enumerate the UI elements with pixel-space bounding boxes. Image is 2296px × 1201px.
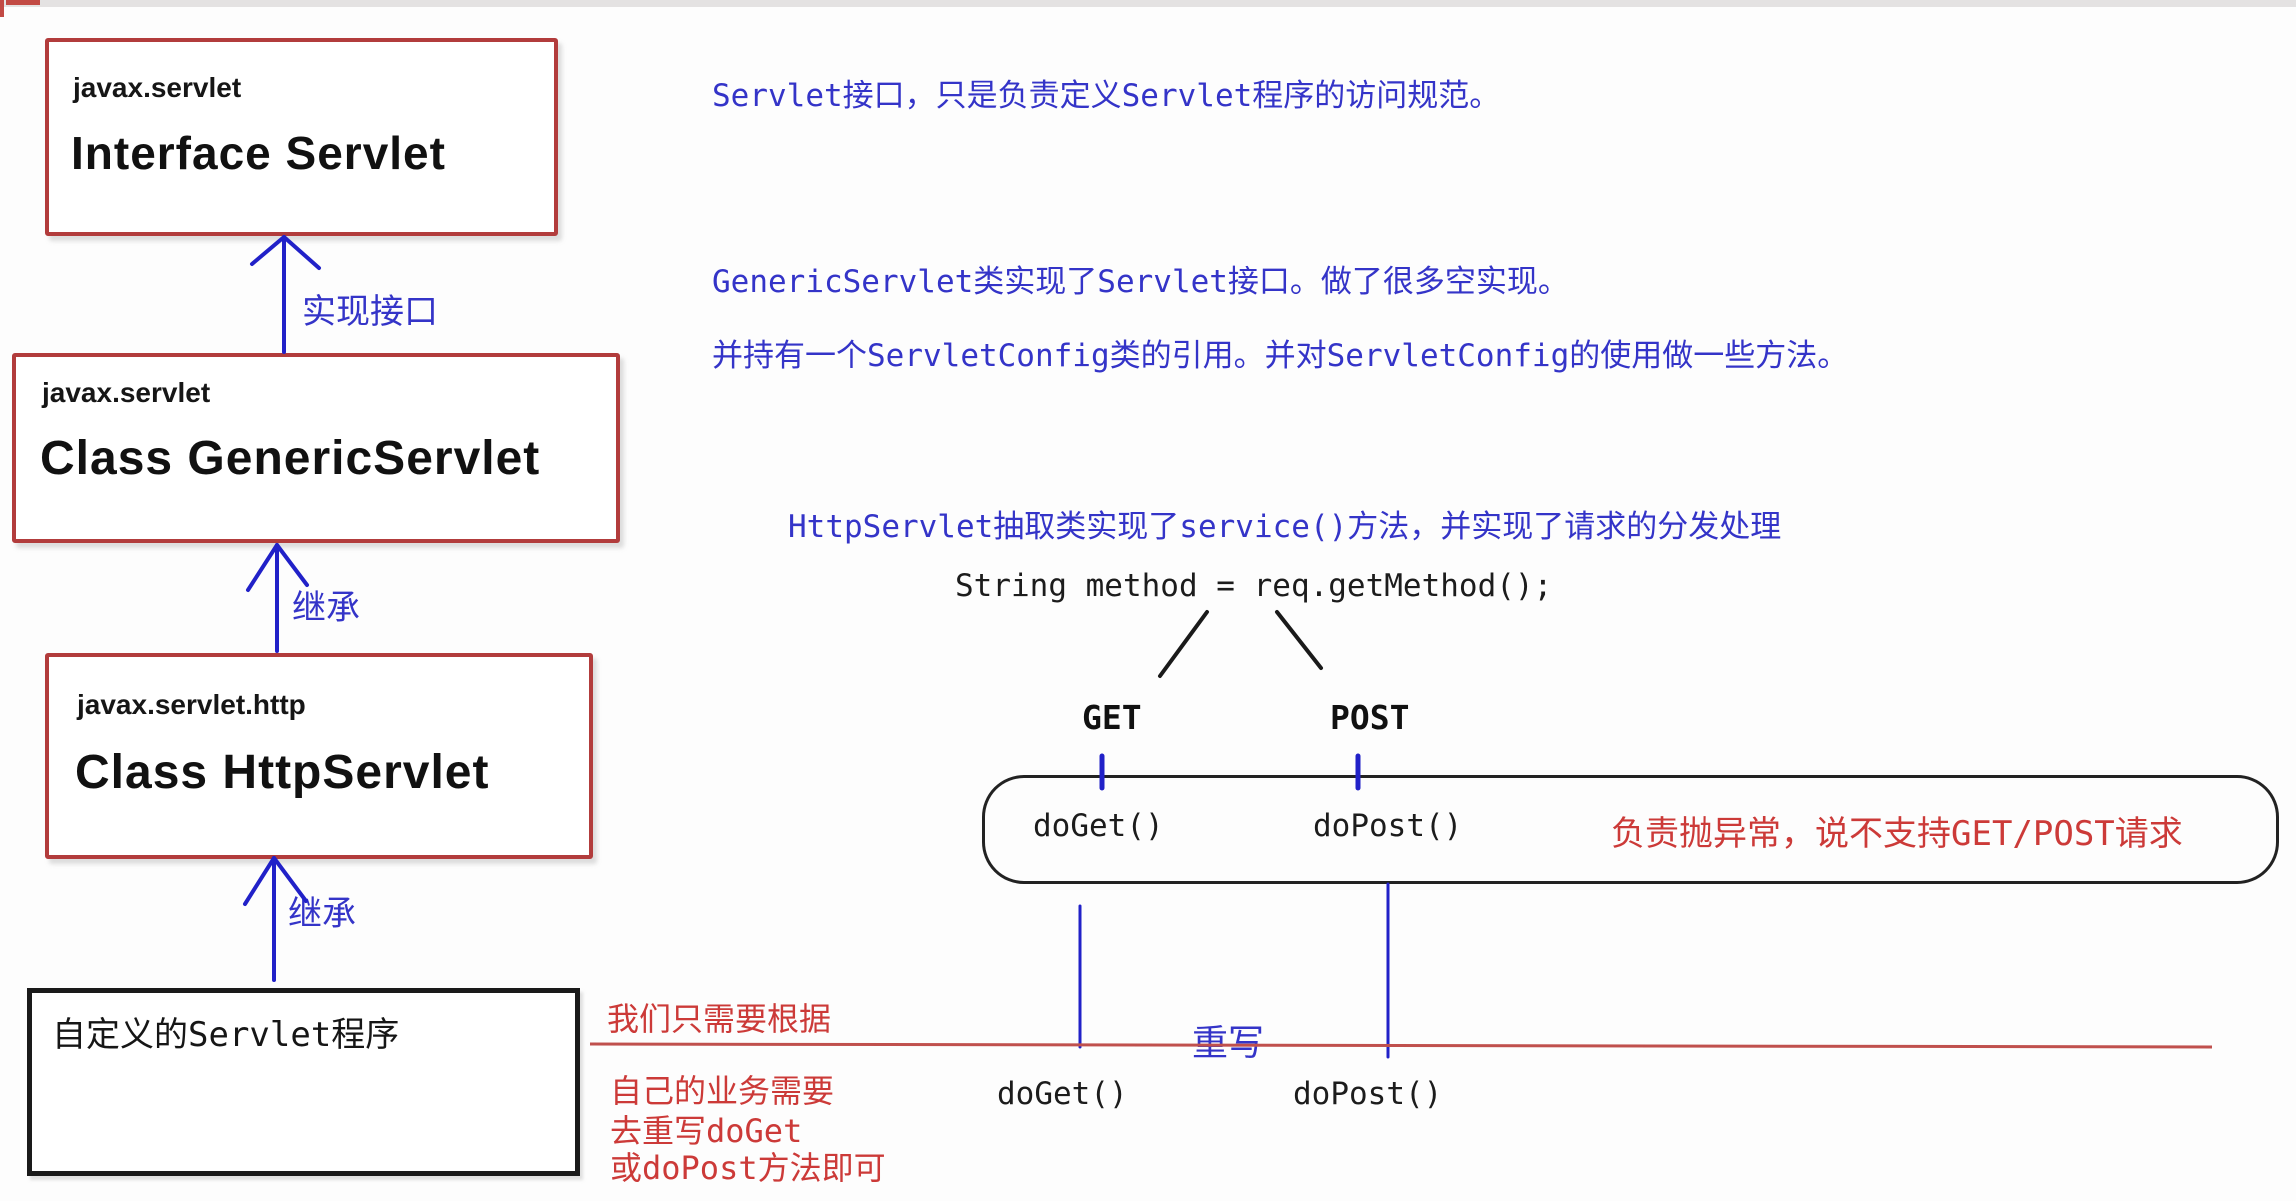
doget-override-method: doGet() xyxy=(997,1076,1128,1112)
generic-servlet-note-1: GenericServlet类实现了Servlet接口。做了很多空实现。 xyxy=(712,264,1569,300)
custom-note-line-2: 自己的业务需要 xyxy=(610,1072,835,1110)
implements-arrow-label: 实现接口 xyxy=(302,292,438,332)
servlet-interface-note: Servlet接口，只是负责定义Servlet程序的访问规范。 xyxy=(712,78,1501,114)
override-label: 重写 xyxy=(1192,1023,1265,1064)
custom-servlet-box: 自定义的Servlet程序 xyxy=(27,988,580,1176)
post-label: POST xyxy=(1330,698,1410,737)
interface-servlet-box: javax.servlet Interface Servlet xyxy=(45,38,558,236)
implements-arrow-head xyxy=(250,235,321,270)
http-servlet-title: Class HttpServlet xyxy=(75,746,490,799)
custom-note-line-1: 我们只需要根据 xyxy=(607,1000,832,1038)
branch-line-post xyxy=(1275,610,1323,670)
get-method-code: String method = req.getMethod(); xyxy=(955,568,1553,604)
custom-servlet-title: 自定义的Servlet程序 xyxy=(52,1015,400,1055)
inherit-arrow-label-1: 继承 xyxy=(292,588,360,628)
cropped-red-box-fragment xyxy=(0,0,4,17)
generic-servlet-note-2: 并持有一个ServletConfig类的引用。并对ServletConfig的使… xyxy=(712,338,1849,374)
throws-exception-note: 负责抛异常，说不支持GET/POST请求 xyxy=(1611,814,2183,854)
custom-note-line-4: 或doPost方法即可 xyxy=(610,1149,886,1187)
custom-note-line-3: 去重写doGet xyxy=(610,1112,803,1150)
http-servlet-note: HttpServlet抽取类实现了service()方法，并实现了请求的分发处理 xyxy=(788,509,1782,545)
http-servlet-package: javax.servlet.http xyxy=(77,689,306,720)
http-servlet-box: javax.servlet.http Class HttpServlet xyxy=(45,653,593,859)
cropped-red-box-fragment xyxy=(6,0,40,5)
interface-servlet-title: Interface Servlet xyxy=(71,127,446,179)
inherit-arrow-label-2: 继承 xyxy=(288,894,356,934)
generic-servlet-title: Class GenericServlet xyxy=(40,432,541,485)
dopost-override-method: doPost() xyxy=(1293,1076,1443,1112)
dopost-method: doPost() xyxy=(1313,808,1463,844)
dispatch-methods-box xyxy=(982,775,2279,884)
doget-method: doGet() xyxy=(1033,808,1164,844)
top-gray-strip xyxy=(0,0,2296,7)
branch-line-get xyxy=(1158,610,1209,678)
generic-servlet-package: javax.servlet xyxy=(42,377,211,408)
red-underline xyxy=(589,1042,2213,1049)
generic-servlet-box: javax.servlet Class GenericServlet xyxy=(12,353,620,543)
interface-servlet-package: javax.servlet xyxy=(73,72,242,103)
get-label: GET xyxy=(1082,698,1142,737)
